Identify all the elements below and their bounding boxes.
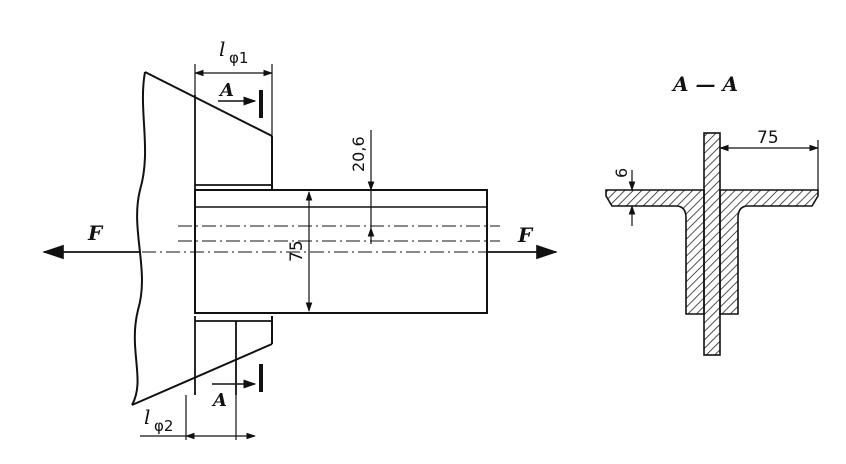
section-mark-bottom	[212, 364, 263, 392]
section-angle-right	[719, 189, 819, 315]
section-view	[605, 132, 819, 356]
center-lines	[70, 225, 540, 253]
dim-20-6-label: 20,6	[349, 136, 368, 172]
dim-6-label: 6	[612, 168, 631, 178]
section-label-top: A	[218, 80, 234, 101]
dim-6-thickness	[628, 170, 636, 226]
force-right-label: F	[517, 223, 534, 247]
l-phi1-main: l	[219, 37, 225, 61]
l-phi1-sub: φ1	[229, 49, 248, 67]
dim-75-label: 75	[287, 240, 307, 262]
lower-weld-region	[194, 316, 272, 395]
section-gusset	[703, 132, 721, 356]
force-left-label: F	[87, 221, 104, 245]
section-label-bottom: A	[211, 390, 227, 411]
dim-75-section-label: 75	[757, 128, 779, 148]
upper-weld-region	[194, 95, 272, 190]
section-title: A — A	[671, 72, 738, 96]
gusset-plate	[131, 71, 273, 406]
dim-l-phi2	[140, 395, 256, 440]
dim-75-section	[719, 140, 819, 190]
section-angle-left	[605, 189, 705, 315]
section-mark-top	[218, 90, 263, 118]
l-phi2-sub: φ2	[154, 417, 173, 435]
l-phi2-main: l	[144, 405, 150, 429]
dim-l-phi1	[194, 64, 273, 136]
